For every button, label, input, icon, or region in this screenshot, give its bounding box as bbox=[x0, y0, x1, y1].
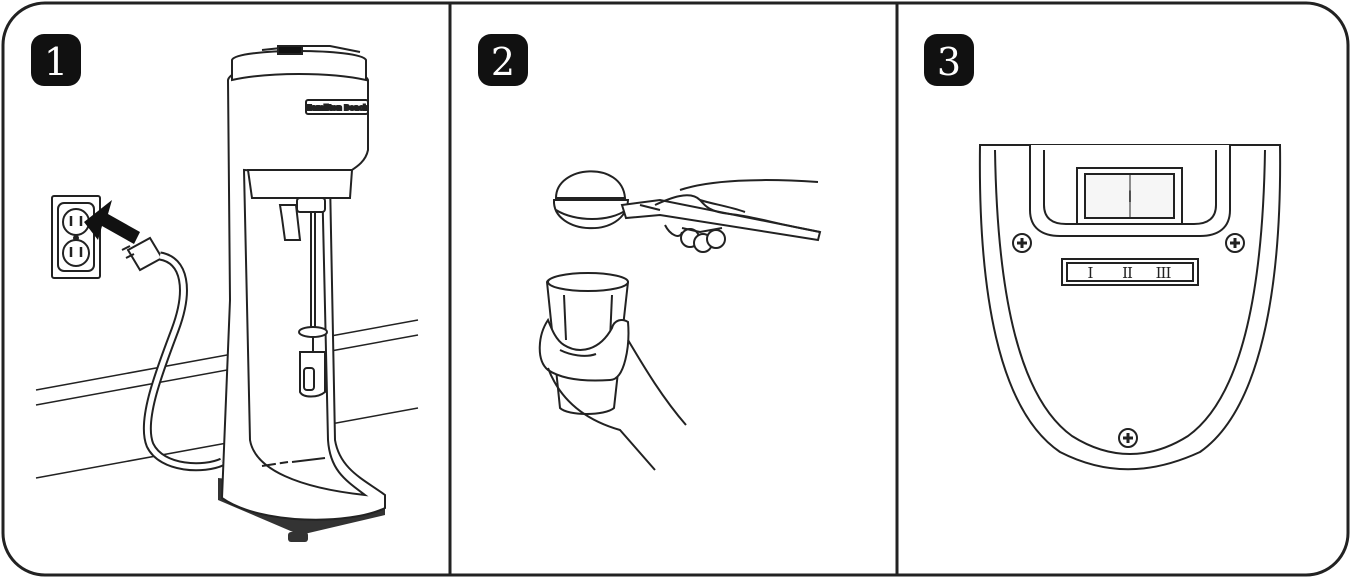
power-switch[interactable]: I bbox=[1077, 168, 1182, 224]
screw-icon bbox=[1013, 234, 1031, 252]
wall-outlet bbox=[52, 196, 100, 278]
speed-selector[interactable]: I II III bbox=[1062, 259, 1198, 285]
speed-label-high: III bbox=[1156, 264, 1172, 282]
step-badge-1: 1 bbox=[31, 34, 81, 86]
step-number-3: 3 bbox=[937, 40, 961, 84]
screw-icon bbox=[1226, 234, 1244, 252]
screw-icon bbox=[1119, 429, 1137, 447]
step-badge-2: 2 bbox=[478, 34, 528, 86]
step-number-1: 1 bbox=[44, 40, 68, 84]
speed-label-medium: II bbox=[1122, 264, 1133, 282]
step-number-2: 2 bbox=[491, 40, 515, 84]
power-switch-label: I bbox=[1128, 187, 1133, 206]
brand-label: Hamilton Beach bbox=[306, 104, 368, 112]
step-badge-3: 3 bbox=[924, 34, 974, 86]
